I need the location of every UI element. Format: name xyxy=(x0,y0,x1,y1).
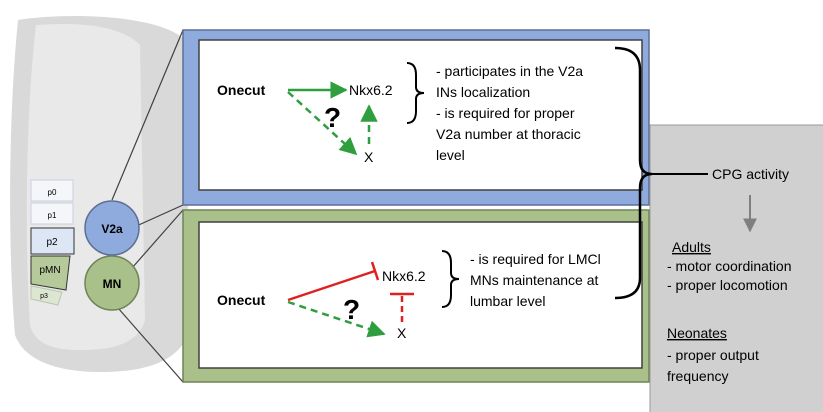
adults-line-2: - proper locomotion xyxy=(667,277,788,293)
domain-label-p2: p2 xyxy=(46,237,58,248)
v2a-panel: Onecut Nkx6.2 ? X - participates in the … xyxy=(182,29,650,206)
v2a-nkx62-label: Nkx6.2 xyxy=(349,82,393,98)
summary-box xyxy=(649,124,823,412)
v2a-question-mark: ? xyxy=(324,102,341,133)
v2a-text-line-4: V2a number at thoracic xyxy=(436,126,581,142)
domain-label-p3: p3 xyxy=(40,293,48,300)
mn-text-line-3: lumbar level xyxy=(470,293,545,309)
connector-v2a-bottom xyxy=(131,204,184,229)
summary-panel: CPG activity Adults - motor coordination… xyxy=(614,46,823,412)
domain-label-p0: p0 xyxy=(48,188,57,197)
mn-onecut-label: Onecut xyxy=(217,292,266,308)
v2a-label: V2a xyxy=(101,222,123,236)
mn-panel: Onecut Nkx6.2 ? X - is required for LMCl… xyxy=(182,209,650,383)
connector-mn-top xyxy=(131,209,184,269)
v2a-onecut-label: Onecut xyxy=(217,82,266,98)
v2a-panel-inner xyxy=(198,39,643,191)
mn-onecut-to-x-arrow xyxy=(287,300,386,338)
connector-mn-bottom xyxy=(117,307,184,383)
mn-inhibition-bar xyxy=(370,261,380,281)
mn-circle xyxy=(84,255,140,311)
mn-brace xyxy=(441,250,460,308)
neonates-line-2: frequency xyxy=(667,368,728,384)
v2a-cell: V2a xyxy=(84,200,140,256)
panel-connectors xyxy=(111,29,184,383)
neonates-heading: Neonates xyxy=(667,325,727,341)
domain-p3 xyxy=(30,285,63,306)
v2a-circle xyxy=(84,200,140,256)
spinal-cord-section: p0 p1 p2 pMN p3 xyxy=(10,16,191,372)
mn-text-line-2: MNs maintenance at xyxy=(470,272,599,288)
mn-panel-inner xyxy=(198,221,643,369)
mn-nkx62-label: Nkx6.2 xyxy=(382,268,426,284)
domain-p2 xyxy=(30,227,75,255)
v2a-text-line-2: INs localization xyxy=(436,84,530,100)
domain-label-pMN: pMN xyxy=(39,265,60,276)
v2a-x-label: X xyxy=(364,149,374,165)
mn-question-mark: ? xyxy=(343,294,360,325)
v2a-text-line-5: level xyxy=(436,147,465,163)
mn-inhibition-line xyxy=(287,269,376,302)
neonates-line-1: - proper output xyxy=(667,347,759,363)
cpg-activity-label: CPG activity xyxy=(712,166,789,182)
v2a-onecut-to-x-arrow xyxy=(287,91,358,156)
v2a-text-line-1: - participates in the V2a xyxy=(436,63,583,79)
domain-pMN xyxy=(30,255,71,291)
mn-text-line-1: - is required for LMCl xyxy=(470,251,601,267)
domain-p0 xyxy=(30,179,74,202)
v2a-text-line-3: - is required for proper xyxy=(436,105,575,121)
domain-label-p1: p1 xyxy=(48,211,57,220)
mn-x-label: X xyxy=(397,325,407,341)
mn-cell: MN xyxy=(84,255,140,311)
connector-v2a-top xyxy=(111,29,184,201)
domain-p1 xyxy=(30,202,74,225)
mn-label: MN xyxy=(103,277,122,291)
adults-line-1: - motor coordination xyxy=(667,258,792,274)
v2a-brace xyxy=(406,62,425,124)
adults-heading: Adults xyxy=(672,239,711,255)
